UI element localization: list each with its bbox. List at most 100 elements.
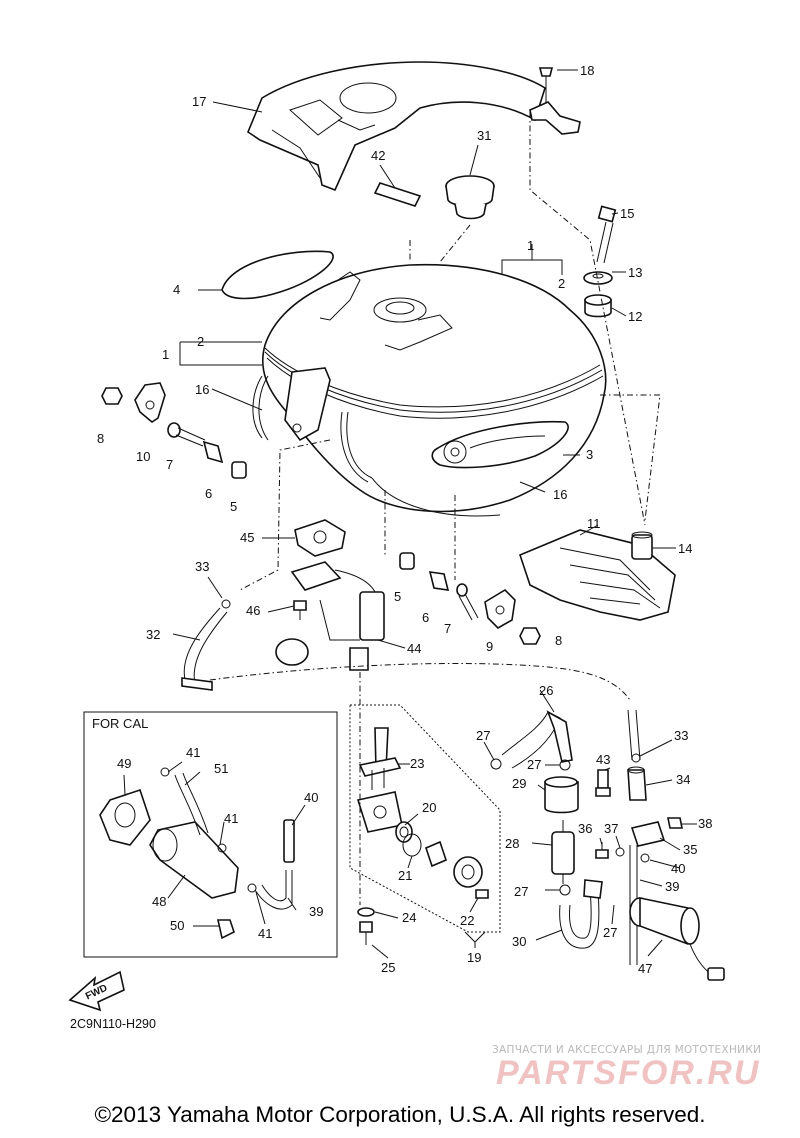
callout-26: 26 bbox=[539, 683, 553, 698]
part-27-clip-c bbox=[559, 884, 571, 896]
callout-2a: 2 bbox=[197, 334, 204, 349]
watermark-tagline: ЗАПЧАСТИ И АКСЕССУАРЫ ДЛЯ МОТОТЕХНИКИ bbox=[492, 1044, 762, 1056]
callout-51: 51 bbox=[214, 761, 228, 776]
callout-49: 49 bbox=[117, 756, 131, 771]
part-9-bracket-right bbox=[484, 588, 516, 629]
callout-41b: 41 bbox=[224, 811, 238, 826]
callout-36: 36 bbox=[578, 821, 592, 836]
callout-40a: 40 bbox=[304, 790, 318, 805]
part-fuel-cock-disc bbox=[425, 840, 447, 868]
part-33-clip-right bbox=[627, 709, 641, 763]
callout-1b: 1 bbox=[527, 238, 534, 253]
part-4-tank-pad bbox=[221, 250, 334, 300]
callout-3: 3 bbox=[586, 447, 593, 462]
part-7-bolt-left bbox=[167, 422, 206, 447]
part-40-connector bbox=[283, 819, 295, 863]
callout-7a: 7 bbox=[166, 457, 173, 472]
callout-15: 15 bbox=[620, 206, 634, 221]
part-44-fuel-sender bbox=[275, 561, 385, 671]
callout-4: 4 bbox=[173, 282, 180, 297]
callout-39b: 39 bbox=[309, 904, 323, 919]
callout-43: 43 bbox=[596, 752, 610, 767]
part-1-fuel-tank bbox=[261, 263, 607, 517]
callout-38: 38 bbox=[698, 816, 712, 831]
part-20-seal bbox=[395, 821, 413, 843]
callout-11: 11 bbox=[587, 516, 601, 531]
callout-44: 44 bbox=[407, 641, 421, 656]
copyright-notice: ©2013 Yamaha Motor Corporation, U.S.A. A… bbox=[94, 1102, 706, 1127]
part-36-screw bbox=[595, 842, 609, 859]
part-10-tank-bracket bbox=[134, 382, 166, 423]
callout-24: 24 bbox=[402, 910, 416, 925]
part-40-clip bbox=[640, 853, 650, 863]
leader-lines bbox=[123, 69, 697, 959]
callout-8a: 8 bbox=[97, 431, 104, 446]
part-34-fitting bbox=[627, 766, 647, 801]
callout-35: 35 bbox=[683, 842, 697, 857]
callout-40b: 40 bbox=[671, 861, 685, 876]
part-22-screw bbox=[475, 889, 489, 899]
callout-12: 12 bbox=[628, 309, 642, 324]
watermark-logo: PARTSFOR.RU bbox=[496, 1054, 761, 1092]
callout-27d: 27 bbox=[603, 925, 617, 940]
callout-34: 34 bbox=[676, 772, 690, 787]
part-8-bolt-right bbox=[519, 627, 541, 645]
callout-6b: 6 bbox=[422, 610, 429, 625]
part-28-fuel-filter bbox=[551, 820, 575, 884]
callout-33a: 33 bbox=[195, 559, 209, 574]
diagram-code: 2C9N110-H290 bbox=[70, 1017, 156, 1031]
part-21-o-ring bbox=[402, 833, 422, 857]
callout-37: 37 bbox=[604, 821, 618, 836]
callout-39a: 39 bbox=[665, 879, 679, 894]
part-50-screw bbox=[217, 919, 235, 940]
part-37-washer bbox=[615, 847, 625, 857]
callout-20: 20 bbox=[422, 800, 436, 815]
part-30-fuel-hose bbox=[559, 879, 603, 949]
callout-48: 48 bbox=[152, 894, 166, 909]
callout-13: 13 bbox=[628, 265, 642, 280]
part-17-tank-cover bbox=[247, 61, 546, 192]
part-13-washer bbox=[583, 271, 613, 285]
callout-2b: 2 bbox=[558, 276, 565, 291]
callout-27b: 27 bbox=[527, 757, 541, 772]
part-26-fuel-hose bbox=[501, 710, 573, 769]
callout-31: 31 bbox=[477, 128, 491, 143]
part-5-damper-right bbox=[399, 552, 415, 570]
callout-47: 47 bbox=[638, 961, 652, 976]
part-47-fuel-pump bbox=[629, 897, 725, 981]
part-16-vent-hose bbox=[252, 375, 373, 483]
callout-41a: 41 bbox=[186, 745, 200, 760]
callout-21: 21 bbox=[398, 868, 412, 883]
part-18-bolt-and-bracket bbox=[529, 67, 581, 135]
reference-lines bbox=[209, 112, 661, 933]
part-33-clip bbox=[221, 599, 231, 609]
part-27-clip-a bbox=[490, 758, 502, 770]
callout-50: 50 bbox=[170, 918, 184, 933]
tank-side-mount bbox=[284, 367, 331, 442]
callout-16b: 16 bbox=[553, 487, 567, 502]
callout-41c: 41 bbox=[258, 926, 272, 941]
part-23-fuel-cock-lever bbox=[358, 727, 402, 777]
part-14-damper bbox=[631, 531, 653, 560]
part-32-fuel-hose bbox=[181, 607, 228, 691]
callout-labels: 18 17 31 42 15 1 13 2 4 12 2 1 16 8 3 10… bbox=[97, 63, 712, 976]
callout-23: 23 bbox=[410, 756, 424, 771]
part-6-collar-left bbox=[202, 440, 224, 464]
callout-45: 45 bbox=[240, 530, 254, 545]
callout-33b: 33 bbox=[674, 728, 688, 743]
callout-16a: 16 bbox=[195, 382, 209, 397]
part-24-washer bbox=[357, 907, 375, 917]
part-49-canister-cap bbox=[99, 788, 151, 846]
cal-box: FOR CAL bbox=[83, 711, 338, 958]
part-12-grommet bbox=[584, 294, 612, 318]
callout-6a: 6 bbox=[205, 486, 212, 501]
callout-25: 25 bbox=[381, 960, 395, 975]
part-19-fuel-cock bbox=[356, 768, 403, 833]
callout-1a: 1 bbox=[162, 347, 169, 362]
callout-46: 46 bbox=[246, 603, 260, 618]
callout-5a: 5 bbox=[230, 499, 237, 514]
callout-32: 32 bbox=[146, 627, 160, 642]
part-35-bracket bbox=[630, 821, 666, 847]
callout-27c: 27 bbox=[514, 884, 528, 899]
